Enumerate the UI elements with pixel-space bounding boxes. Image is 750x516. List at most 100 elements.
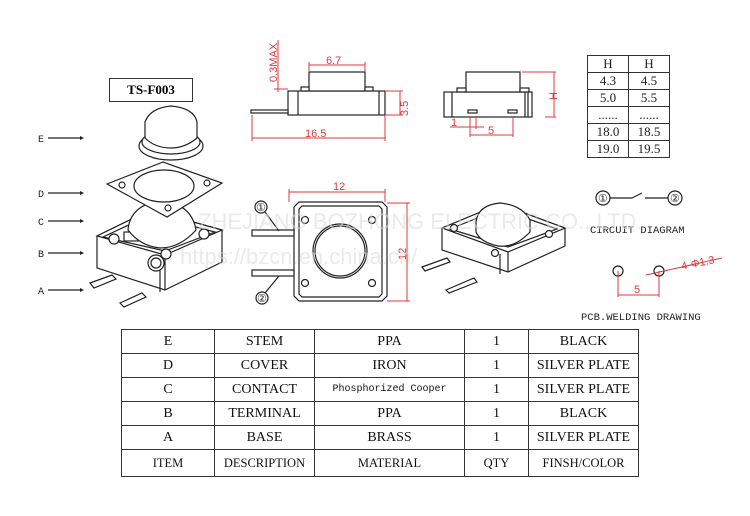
circuit-diagram: ① ② CIRCUIT DIAGRAM	[590, 190, 685, 237]
bom-finish: BLACK	[528, 401, 639, 426]
bom-row: B TERMINAL PPA 1 BLACK	[121, 401, 639, 426]
watermark-company: ZHEJIANG BOZHONG ELECTRIC CO., LTD.	[198, 209, 643, 234]
bom-qty: 1	[464, 401, 529, 426]
pcb-welding-title: PCB.WELDING DRAWING	[581, 312, 701, 324]
bom-header-material: MATERIAL	[314, 449, 465, 477]
height-options-table: H H 4.3 4.5 5.0 5.5 ...... ...... 18.0 1…	[587, 55, 670, 158]
arrowhead-a	[80, 288, 84, 292]
bom-description: TERMINAL	[214, 401, 315, 426]
circuit-pin-1-label: ①	[598, 193, 608, 205]
bom-header-description: DESCRIPTION	[214, 449, 315, 477]
bom-header-item: ITEM	[121, 449, 215, 477]
bom-description: CONTACT	[214, 377, 315, 402]
part-letter-c: C	[38, 218, 44, 229]
height-table-cell: 5.0	[587, 89, 629, 107]
model-label: TS-F003	[109, 78, 193, 102]
height-table-cell: ......	[587, 106, 629, 124]
bom-finish: SILVER PLATE	[528, 425, 639, 450]
part-label-b: B	[38, 250, 84, 261]
bom-qty: 1	[464, 329, 529, 354]
dim-overall-length: 16.5	[305, 128, 326, 140]
height-table-cell: 4.5	[628, 72, 670, 90]
dim-max-gap: 0.3MAX	[268, 42, 280, 82]
arrowhead-c	[80, 219, 84, 223]
dim-pin-width: 1	[451, 117, 457, 129]
part-letter-e: E	[38, 135, 44, 146]
height-table-cell: ......	[628, 106, 670, 124]
bom-item: E	[121, 329, 215, 354]
dim-top-view-height: 12	[397, 248, 409, 260]
height-table-row: 5.0 5.5	[587, 89, 670, 107]
bom-description: COVER	[214, 353, 315, 378]
height-table-row: 19.0 19.5	[587, 140, 670, 158]
exploded-view: E D C B A	[38, 105, 224, 308]
bom-qty: 1	[464, 377, 529, 402]
arrowhead-e	[80, 136, 84, 140]
circuit-diagram-title: CIRCUIT DIAGRAM	[590, 225, 685, 237]
part-letter-b: B	[38, 250, 44, 261]
height-table-row: ...... ......	[587, 106, 670, 124]
cover-plate-part	[105, 161, 224, 218]
part-letter-a: A	[38, 287, 44, 298]
height-table-cell: 18.5	[628, 123, 670, 141]
pcb-pitch-dim: 5	[634, 284, 640, 296]
bom-item: B	[121, 401, 215, 426]
part-letter-d: D	[38, 190, 44, 201]
switch-contact	[631, 192, 643, 199]
dim-top-view-width: 12	[333, 181, 345, 193]
height-table-cell: H	[587, 55, 629, 73]
bom-finish: BLACK	[528, 329, 639, 354]
watermark-url: https://bzcn.en.china.cn/	[180, 244, 418, 269]
bom-row: E STEM PPA 1 BLACK	[121, 329, 639, 354]
bom-header-row: ITEM DESCRIPTION MATERIAL QTY FINSH/COLO…	[121, 449, 639, 477]
height-table-cell: H	[628, 55, 670, 73]
height-table-cell: 18.0	[587, 123, 629, 141]
circuit-pin-2-label: ②	[670, 193, 680, 205]
bom-row: C CONTACT Phosphorized Cooper 1 SILVER P…	[121, 377, 639, 402]
pin-2-label: ②	[257, 293, 267, 305]
side-view: 6.7 16.5 3.5 0.3MAX	[250, 40, 411, 141]
end-view: H 1 5	[443, 71, 560, 137]
bom-qty: 1	[464, 353, 529, 378]
bom-material: BRASS	[314, 425, 465, 450]
bom-row: D COVER IRON 1 SILVER PLATE	[121, 353, 639, 378]
bom-item: C	[121, 377, 215, 402]
height-table-cell: 5.5	[628, 89, 670, 107]
assembled-view	[421, 202, 567, 294]
height-table-row: 4.3 4.5	[587, 72, 670, 90]
height-table-row: 18.0 18.5	[587, 123, 670, 141]
part-label-e: E	[38, 135, 84, 146]
part-label-c: C	[38, 218, 84, 229]
bom-item: D	[121, 353, 215, 378]
bom-finish: SILVER PLATE	[528, 353, 639, 378]
bom-description: STEM	[214, 329, 315, 354]
watermark: ZHEJIANG BOZHONG ELECTRIC CO., LTD. http…	[180, 209, 643, 269]
bom-material: PPA	[314, 329, 465, 354]
bom-finish: SILVER PLATE	[528, 377, 639, 402]
height-table-cell: 4.3	[587, 72, 629, 90]
stem-part	[138, 105, 204, 161]
bom-material: IRON	[314, 353, 465, 378]
bom-material: Phosphorized Cooper	[314, 377, 465, 402]
pcb-hole-spec: 4-Φ1.3	[680, 254, 716, 273]
dim-pin-pitch: 5	[488, 125, 494, 137]
dim-height: 3.5	[399, 101, 411, 116]
part-label-a: A	[38, 287, 84, 298]
arrowhead-b	[80, 251, 84, 255]
dim-top-width: 6.7	[326, 55, 341, 67]
bom-header-qty: QTY	[464, 449, 529, 477]
height-table-cell: 19.5	[628, 140, 670, 158]
pin-2-callout	[255, 291, 269, 305]
top-view: ① ② 12 12	[251, 181, 410, 305]
bill-of-materials-table: E STEM PPA 1 BLACK D COVER IRON 1 SILVER…	[121, 329, 639, 477]
height-table-header: H H	[587, 55, 670, 73]
part-label-d: D	[38, 190, 84, 201]
bom-qty: 1	[464, 425, 529, 450]
pin-1-callout	[254, 200, 268, 214]
bom-row: A BASE BRASS 1 SILVER PLATE	[121, 425, 639, 450]
dim-total-height: H	[548, 92, 560, 100]
bom-material: PPA	[314, 401, 465, 426]
bom-header-finish: FINSH/COLOR	[528, 449, 639, 477]
height-table-cell: 19.0	[587, 140, 629, 158]
